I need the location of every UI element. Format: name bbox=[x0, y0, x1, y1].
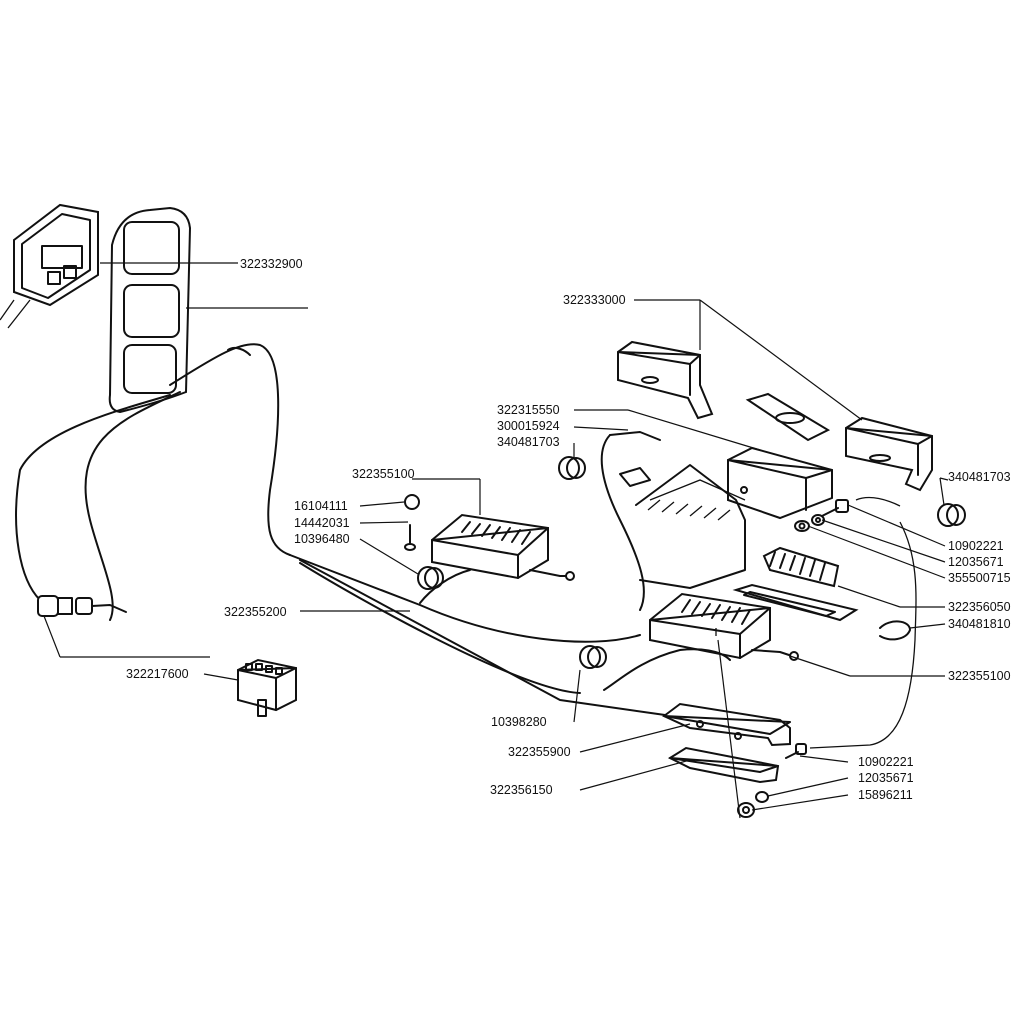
sensor-unit-left bbox=[431, 513, 575, 581]
bracket-top-right bbox=[845, 416, 933, 492]
wiring-right bbox=[600, 431, 917, 749]
label-340481810: 340481810 bbox=[948, 617, 1011, 631]
control-box bbox=[0, 203, 99, 329]
bracket-plate bbox=[745, 392, 831, 442]
contact-strip bbox=[762, 546, 840, 588]
grommet-10398280 bbox=[579, 645, 607, 669]
cable-harness bbox=[15, 343, 666, 716]
plug-connector bbox=[237, 658, 297, 717]
washer-12035671-bottom bbox=[755, 791, 769, 803]
label-15896211: 15896211 bbox=[858, 788, 913, 802]
label-322355100-right: 322355100 bbox=[948, 669, 1011, 683]
washer-355500715 bbox=[794, 520, 810, 532]
label-322355200: 322355200 bbox=[224, 605, 287, 619]
label-10396480: 10396480 bbox=[294, 532, 350, 546]
sensor-connector bbox=[37, 595, 127, 617]
label-12035671-bottom: 12035671 bbox=[858, 771, 914, 785]
label-322356150: 322356150 bbox=[490, 783, 553, 797]
washer-12035671-top bbox=[811, 514, 825, 526]
label-10398280: 10398280 bbox=[491, 715, 547, 729]
label-322315550: 322315550 bbox=[497, 403, 560, 417]
bolt-10902221-top bbox=[821, 499, 849, 517]
label-14442031: 14442031 bbox=[294, 516, 350, 530]
label-16104111: 16104111 bbox=[294, 499, 348, 513]
label-12035671-top: 12035671 bbox=[948, 555, 1004, 569]
grommet-10396480 bbox=[417, 566, 444, 590]
label-340481703-left: 340481703 bbox=[497, 435, 560, 449]
label-322333000: 322333000 bbox=[563, 293, 626, 307]
cover-plate bbox=[732, 583, 859, 622]
bolt-10902221-bottom bbox=[785, 743, 807, 759]
bracket-322356150 bbox=[667, 746, 780, 784]
label-355500715: 355500715 bbox=[948, 571, 1011, 585]
label-340481703-right: 340481703 bbox=[948, 470, 1011, 484]
label-322355900: 322355900 bbox=[508, 745, 571, 759]
part-labels: 322332900 322333000 322315550 300015924 … bbox=[126, 257, 1011, 802]
leader-lines bbox=[43, 262, 949, 819]
nut-16104111 bbox=[404, 494, 420, 510]
label-322332900: 322332900 bbox=[240, 257, 303, 271]
label-322217600: 322217600 bbox=[126, 667, 189, 681]
grommet-340481703-left bbox=[558, 456, 586, 480]
bracket-322355900 bbox=[662, 702, 791, 747]
nut-15896211 bbox=[737, 802, 755, 818]
screw-14442031 bbox=[404, 524, 416, 551]
bracket-top-left bbox=[617, 340, 714, 420]
label-10902221-top: 10902221 bbox=[948, 539, 1004, 553]
bracket-middle bbox=[727, 446, 833, 520]
display-panel bbox=[108, 206, 192, 414]
label-300015924: 300015924 bbox=[497, 419, 560, 433]
label-322355100-left: 322355100 bbox=[352, 467, 415, 481]
clip-ring bbox=[879, 620, 911, 641]
grommet-340481703-right bbox=[937, 503, 966, 527]
label-10902221-bottom: 10902221 bbox=[858, 755, 914, 769]
mount-mesh bbox=[619, 464, 746, 589]
label-322356050: 322356050 bbox=[948, 600, 1011, 614]
sensor-unit-right bbox=[649, 592, 799, 661]
